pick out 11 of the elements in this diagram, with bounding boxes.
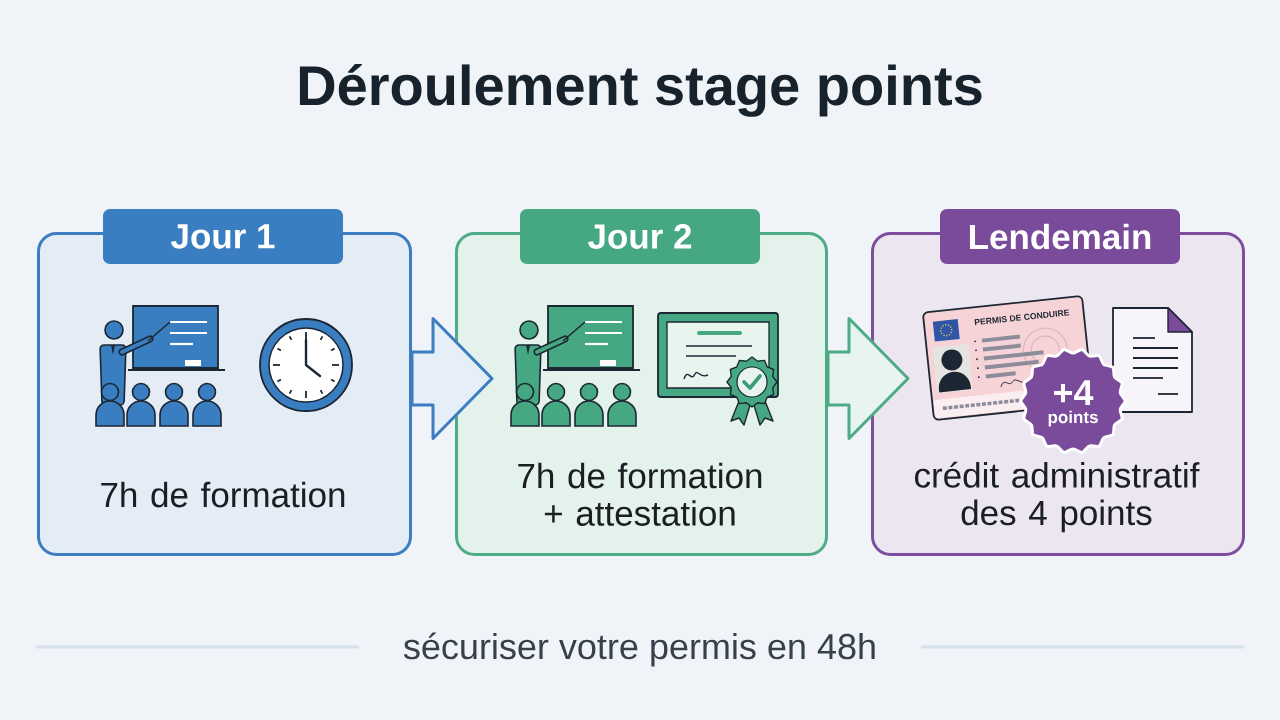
heading-tab: Jour 1 — [103, 209, 343, 264]
step-description: 7h de formation — [101, 481, 345, 508]
step-description: crédit administratif des 4 points — [915, 461, 1200, 533]
bonus-number: +4 — [1054, 380, 1094, 405]
heading-tab: Lendemain — [940, 209, 1180, 264]
block-arrow — [410, 317, 494, 440]
heading-tab: Jour 2 — [520, 209, 760, 264]
title: Déroulement stage points — [299, 63, 982, 117]
block-arrow — [826, 317, 910, 440]
tagline: sécuriser votre permis en 48h — [403, 632, 875, 667]
step-description: 7h de formation + attestation — [518, 462, 762, 526]
